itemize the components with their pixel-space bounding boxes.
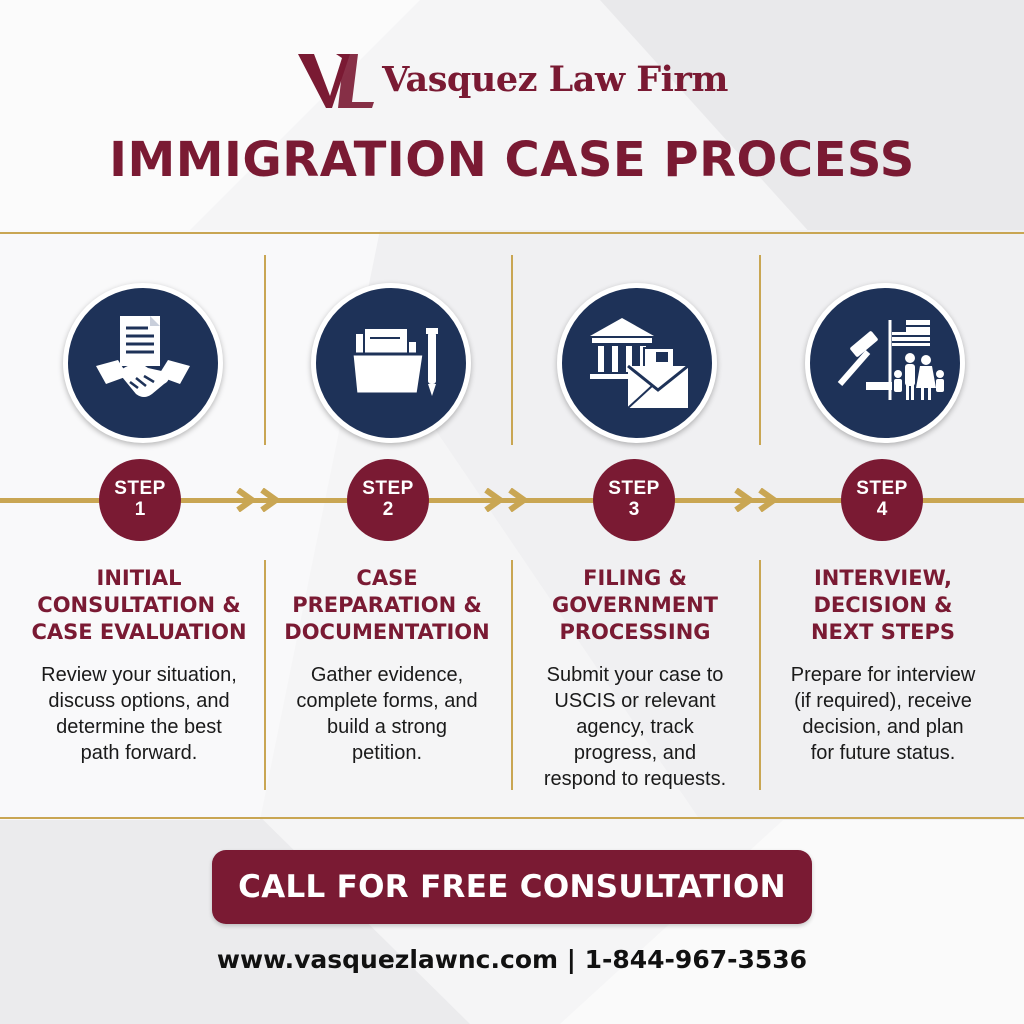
firm-name: Vasquez Law Firm: [382, 58, 728, 100]
brand-header: Vasquez Law Firm: [0, 44, 1024, 114]
gavel-flag-family-icon: [805, 283, 965, 443]
divider-3-lower: [759, 560, 761, 790]
divider-2-upper: [511, 255, 513, 445]
step-3-number: 3: [628, 499, 640, 520]
step-1-number: 1: [134, 499, 146, 520]
step-4-title: INTERVIEW, DECISION & NEXT STEPS: [810, 566, 956, 644]
page-title: IMMIGRATION CASE PROCESS: [109, 132, 915, 188]
step-1-badge: STEP 1: [99, 459, 181, 541]
step-2-title: CASE PREPARATION & DOCUMENTATION: [284, 566, 490, 644]
step-3-title: FILING & GOVERNMENT PROCESSING: [551, 566, 718, 644]
free-consultation-button[interactable]: CALL FOR FREE CONSULTATION: [212, 850, 812, 924]
divider-1-lower: [264, 560, 266, 790]
divider-2-lower: [511, 560, 513, 790]
document-handshake-icon: [63, 283, 223, 443]
step-4-number: 4: [876, 499, 888, 520]
process-arrow-line: [0, 488, 1024, 512]
step-2-badge: STEP 2: [347, 459, 429, 541]
step-1-badge-word: STEP: [114, 478, 166, 500]
step-2-badge-word: STEP: [362, 478, 414, 500]
firm-logo: [298, 54, 375, 108]
step-4-description: Prepare for interview (if required), rec…: [790, 664, 976, 764]
step-1-description: Review your situation, discuss options, …: [41, 664, 237, 764]
contact-info: www.vasquezlawnc.com | 1-844-967-3536: [216, 945, 808, 974]
step-3-badge: STEP 3: [593, 459, 675, 541]
step-2-number: 2: [382, 499, 394, 520]
government-building-mail-icon: [557, 283, 717, 443]
step-1-title: INITIAL CONSULTATION & CASE EVALUATION: [31, 566, 247, 644]
bottom-rule: [0, 817, 1024, 819]
divider-1-upper: [264, 255, 266, 445]
step-3-badge-word: STEP: [608, 478, 660, 500]
divider-3-upper: [759, 255, 761, 445]
step-4-badge-word: STEP: [856, 478, 908, 500]
step-2-description: Gather evidence, complete forms, and bui…: [296, 664, 478, 764]
folder-pen-icon: [311, 283, 471, 443]
top-rule: [0, 232, 1024, 234]
step-4-badge: STEP 4: [841, 459, 923, 541]
step-3-description: Submit your case to USCIS or relevant ag…: [543, 664, 727, 790]
